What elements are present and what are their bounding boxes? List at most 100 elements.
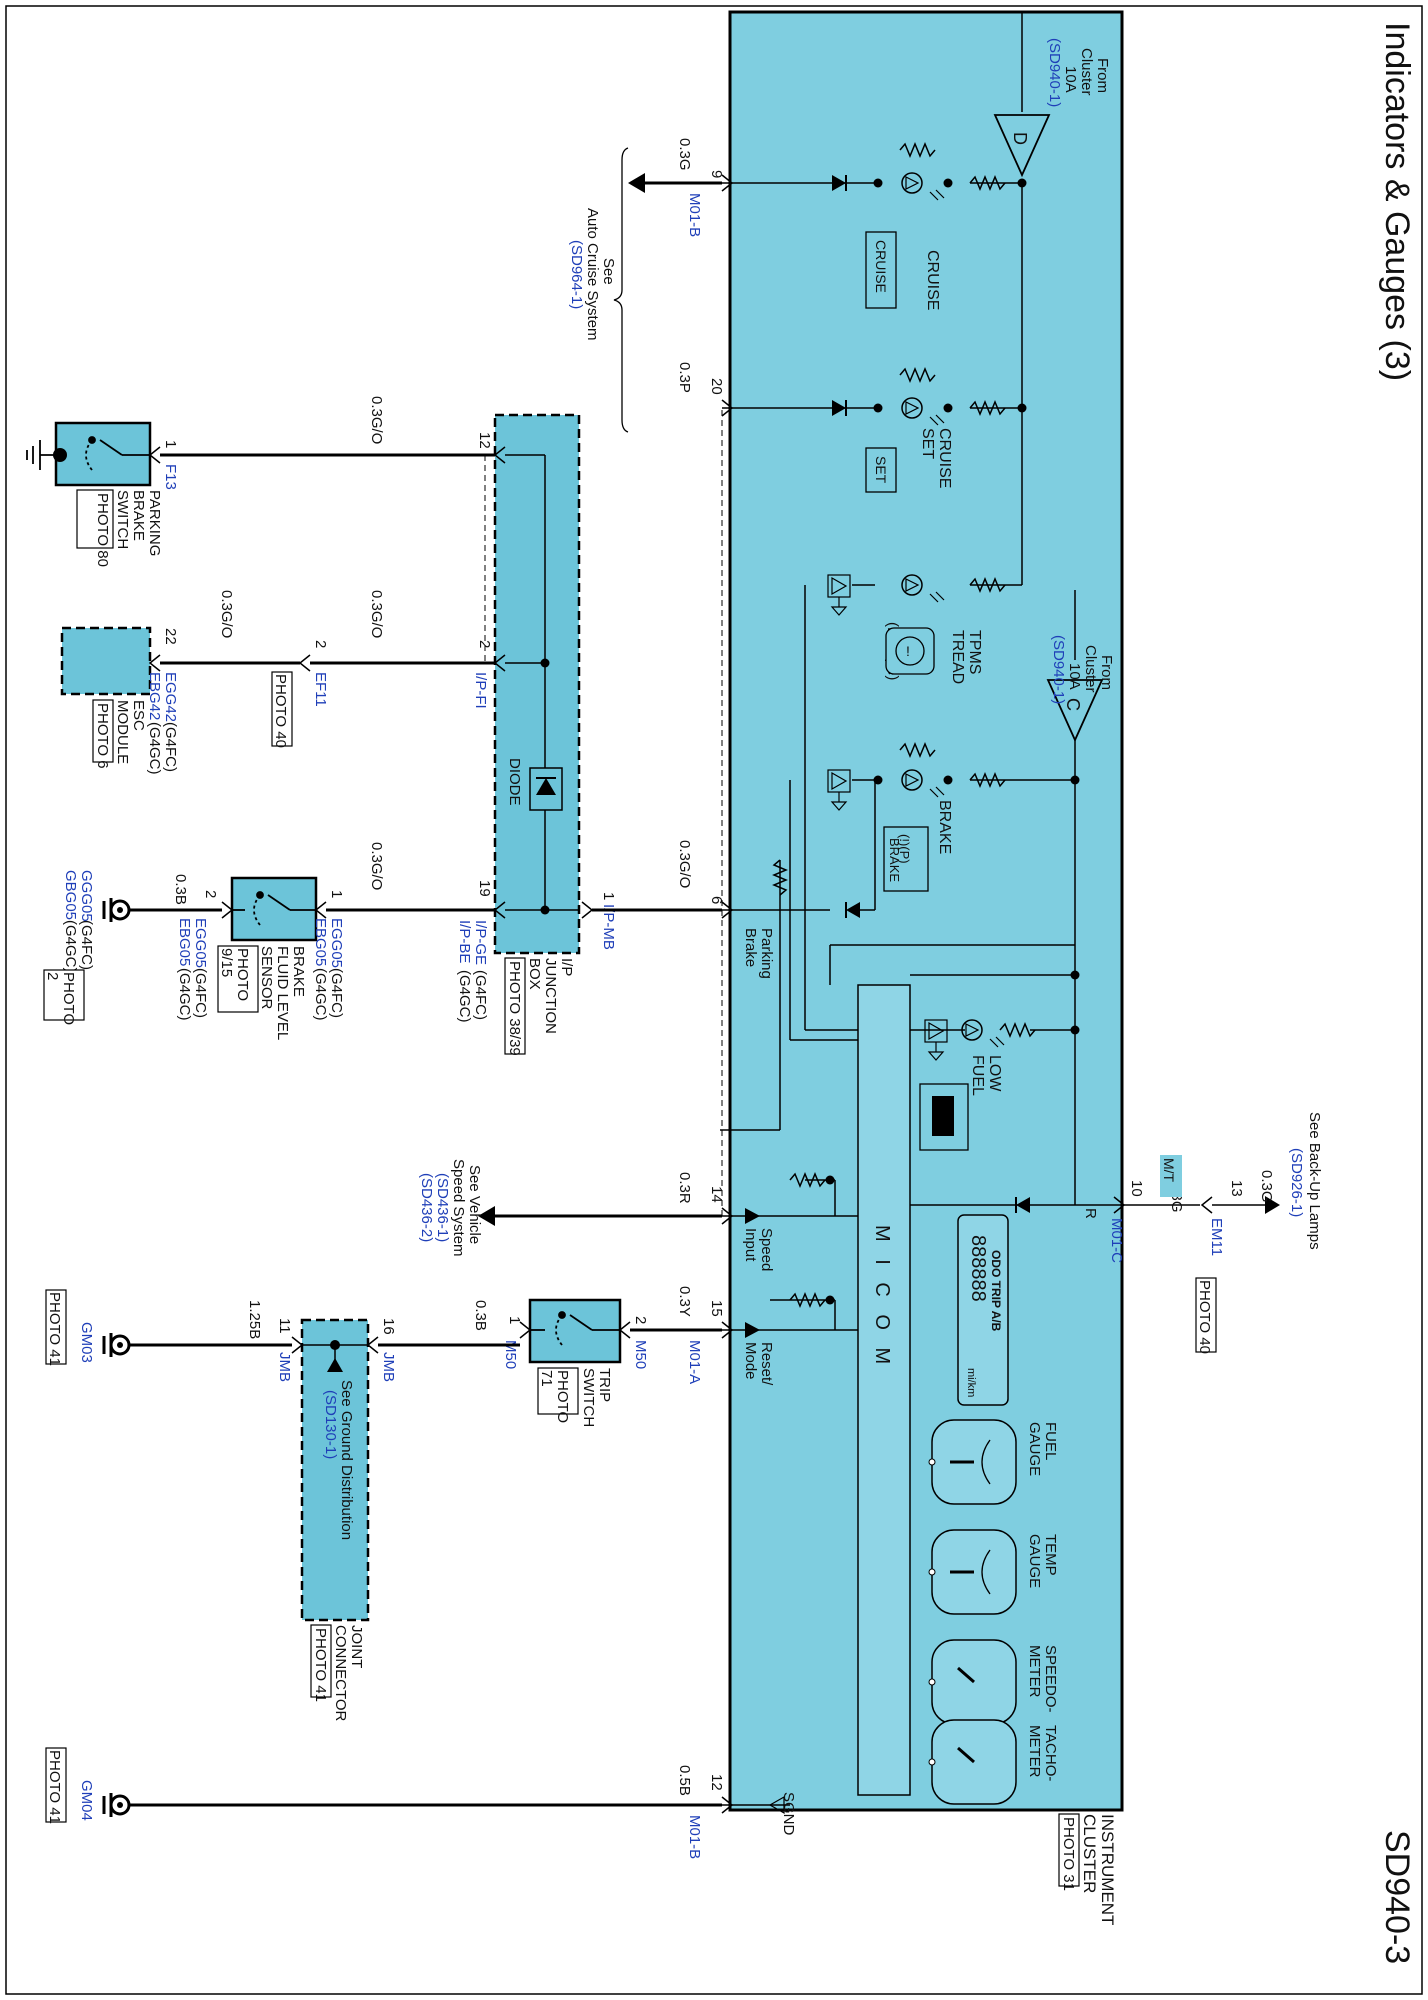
svg-text:Auto Cruise System: Auto Cruise System	[584, 208, 601, 341]
indicator-brake: BRAKE (!)(P) BRAKE	[883, 800, 953, 892]
trip-switch-box	[528, 1298, 622, 1364]
sgnd-symbol-icon	[768, 1795, 785, 1815]
svg-text:10A: 10A	[1062, 66, 1079, 93]
svg-text:0.3G: 0.3G	[1258, 1170, 1275, 1203]
svg-text:(SD436-2): (SD436-2)	[418, 1173, 435, 1242]
svg-text:EBG05: EBG05	[176, 918, 193, 966]
mt-badge	[1160, 1155, 1182, 1197]
svg-text:PHOTO: PHOTO	[60, 972, 77, 1025]
svg-text:BRAKE: BRAKE	[290, 946, 307, 997]
svg-text:PHOTO 80: PHOTO 80	[94, 493, 111, 567]
svg-text:GM03: GM03	[78, 1322, 95, 1363]
indicator-cruise: CRUISE CRUISE	[865, 231, 941, 310]
junction-box-outline	[493, 413, 581, 955]
svg-text:FLUID LEVEL: FLUID LEVEL	[274, 946, 291, 1040]
brake-symbol-icon	[883, 826, 929, 892]
speed-input-arrow-icon	[745, 1208, 760, 1224]
svg-text:PHOTO: PHOTO	[554, 1370, 571, 1423]
svg-text:C: C	[1063, 698, 1083, 711]
svg-text:PHOTO 41: PHOTO 41	[46, 1292, 63, 1366]
auto-cruise-link: See Auto Cruise System (SD964-1)	[568, 147, 722, 433]
svg-text:Brake: Brake	[742, 928, 759, 967]
page-code: SD940-3	[1378, 1830, 1416, 1964]
svg-text:12: 12	[476, 432, 493, 449]
svg-text:(G4GC): (G4GC)	[312, 968, 329, 1021]
reset-mode-arrow-icon	[745, 1322, 760, 1338]
svg-text:METER: METER	[1026, 1725, 1043, 1778]
svg-text:(G4GC): (G4GC)	[456, 970, 473, 1023]
cruise-set-led-icon	[901, 397, 945, 426]
svg-text:15: 15	[708, 1300, 725, 1317]
instrument-cluster-label: INSTRUMENT CLUSTER PHOTO 31	[1058, 1813, 1117, 1925]
svg-text:FUEL: FUEL	[969, 1055, 986, 1096]
svg-text:PHOTO 40: PHOTO 40	[1196, 1280, 1213, 1354]
svg-text:(SD436-1): (SD436-1)	[434, 1173, 451, 1242]
svg-text:Parking: Parking	[758, 928, 775, 979]
svg-text:EGG05: EGG05	[192, 918, 209, 968]
backup-arrow-icon	[1265, 1196, 1280, 1214]
svg-text:PHOTO 41: PHOTO 41	[46, 1750, 63, 1824]
svg-text:M01-C: M01-C	[1108, 1218, 1125, 1263]
svg-text:ESC: ESC	[130, 700, 147, 731]
svg-text:!: !	[906, 643, 910, 659]
svg-text:(G4FC): (G4FC)	[78, 920, 95, 970]
svg-text:PHOTO 31: PHOTO 31	[1060, 1817, 1077, 1891]
svg-text:0.3Y: 0.3Y	[676, 1286, 693, 1317]
feed-c: C From Cluster 10A (SD940-1)	[1046, 635, 1115, 743]
svg-text:12: 12	[708, 1774, 725, 1791]
svg-text:0.3G/O: 0.3G/O	[368, 842, 385, 890]
svg-text:(SD940-1): (SD940-1)	[1046, 38, 1063, 107]
cluster-leds	[901, 172, 1005, 1048]
svg-text:Mode: Mode	[742, 1342, 759, 1380]
esc-module: 22 0.3G/O 0.3G/O 2 EF11 PHOTO 40 EGG42 (…	[60, 590, 495, 775]
svg-text:SWITCH: SWITCH	[114, 490, 131, 549]
svg-text:1: 1	[600, 892, 617, 900]
indicator-low-fuel: LOW FUEL	[919, 1055, 1003, 1151]
svg-text:M/T: M/T	[1161, 1158, 1177, 1183]
instrument-cluster-box	[728, 10, 1124, 1812]
svg-text:20: 20	[708, 378, 725, 395]
junction-diode-icon	[536, 778, 556, 795]
svg-text:BRAKE: BRAKE	[130, 490, 147, 541]
svg-text:13: 13	[1228, 1180, 1245, 1197]
svg-text:FUEL: FUEL	[1042, 1422, 1059, 1460]
svg-text:10A: 10A	[1066, 663, 1083, 690]
vehicle-speed-arrow-icon	[478, 1206, 495, 1226]
svg-text:PHOTO 38/39: PHOTO 38/39	[506, 961, 523, 1056]
svg-text:0.3P: 0.3P	[676, 362, 693, 393]
svg-text:(!)(P): (!)(P)	[897, 834, 912, 864]
indicator-tpms: TPMS TREAD (Europe) !	[884, 622, 983, 684]
svg-text:Input: Input	[742, 1228, 759, 1262]
ip-junction-box: DIODE 12 2 I/P-FI 19 I/P-GE (G4FC) I/P-B…	[456, 413, 722, 1056]
tpms-tread-icon	[885, 627, 935, 675]
svg-text:EM11: EM11	[1208, 1218, 1225, 1256]
svg-text:JMB: JMB	[380, 1352, 397, 1382]
svg-text:BRAKE: BRAKE	[887, 838, 902, 882]
svg-text:CONNECTOR: CONNECTOR	[332, 1625, 349, 1722]
tpms-led-icon	[901, 574, 945, 603]
parking-switch-box	[54, 421, 152, 487]
svg-text:M01-A: M01-A	[686, 1340, 703, 1384]
svg-text:2: 2	[202, 890, 219, 898]
svg-text:SWITCH: SWITCH	[580, 1368, 597, 1427]
svg-text:CRUISE: CRUISE	[936, 428, 953, 488]
lcd-display	[957, 1214, 1009, 1406]
svg-text:16: 16	[380, 1318, 397, 1335]
svg-text:6: 6	[708, 896, 725, 904]
svg-text:0.3B: 0.3B	[472, 1300, 489, 1331]
svg-text:CLUSTER: CLUSTER	[1080, 1814, 1099, 1893]
svg-text:(G4FC): (G4FC)	[328, 968, 345, 1018]
cluster-resistors	[772, 142, 1036, 1308]
svg-text:JOINT: JOINT	[348, 1625, 365, 1668]
svg-text:I/P-GE: I/P-GE	[472, 920, 489, 965]
svg-text:DIODE: DIODE	[506, 758, 523, 806]
svg-text:D: D	[1010, 132, 1030, 145]
esc-module-box	[60, 626, 152, 696]
svg-text:From: From	[1094, 58, 1111, 93]
svg-text:SENSOR: SENSOR	[258, 946, 275, 1010]
svg-text:PARKING: PARKING	[146, 490, 163, 556]
svg-text:PHOTO 40: PHOTO 40	[272, 674, 289, 748]
svg-text:Speed: Speed	[758, 1228, 775, 1271]
svg-text:BOX: BOX	[526, 958, 543, 990]
svg-text:(G4FC): (G4FC)	[192, 968, 209, 1018]
